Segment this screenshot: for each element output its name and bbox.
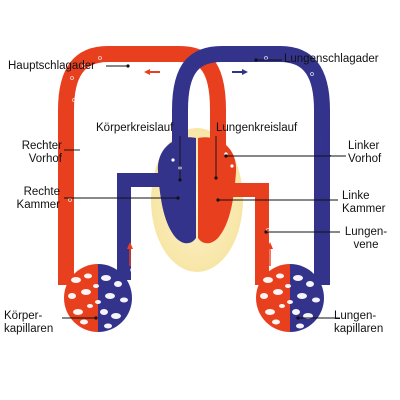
flow-dots (68, 56, 314, 272)
label-rechter-vorhof-line1: Rechter (21, 140, 62, 152)
pulmonary-artery-vessel (172, 46, 330, 285)
label-koerperkapillaren: Körper- kapillaren (4, 310, 53, 336)
lungenkapillaren-bed (256, 264, 324, 332)
heart-left-side (198, 137, 237, 244)
label-lungenvene-line1: Lungen- (344, 226, 388, 238)
label-lungenkapillaren-line2: kapillaren (334, 323, 384, 335)
flow-arrow-pulmonary-vein-up (267, 242, 273, 266)
label-rechte-kammer: Rechte Kammer (8, 186, 60, 212)
label-rechte-kammer-line1: Rechte (23, 186, 60, 198)
label-lungenvene: Lungen- vene (342, 226, 390, 252)
flow-arrow-aorta-top (144, 69, 160, 75)
label-linke-kammer-line1: Linke (342, 190, 370, 202)
label-linker-vorhof: Linker Vorhof (348, 140, 381, 166)
label-koerperkreislauf: Körperkreislauf (96, 122, 174, 134)
label-linker-vorhof-line2: Vorhof (348, 153, 382, 165)
flow-arrow-pulmonary-top (232, 69, 248, 75)
label-linke-kammer-line2: Kammer (342, 203, 386, 215)
flow-arrow-vena-cava-up (127, 242, 133, 266)
label-linke-kammer: Linke Kammer (342, 190, 385, 216)
label-lungenvene-line2: vene (353, 239, 379, 251)
koerperkapillaren-bed (64, 264, 132, 332)
leader-lines (62, 59, 346, 319)
label-rechter-vorhof: Rechter Vorhof (10, 140, 62, 166)
label-hauptschlagader: Hauptschlagader (8, 60, 95, 72)
label-linker-vorhof-line1: Linker (348, 140, 380, 152)
label-lungenkreislauf: Lungenkreislauf (216, 122, 298, 134)
flow-arrow-left-down (67, 132, 73, 162)
label-lungenkapillaren-line1: Lungen- (334, 310, 377, 322)
label-rechter-vorhof-line2: Vorhof (28, 153, 62, 165)
heart-right-side (157, 137, 196, 244)
label-lungenschlagader: Lungenschlagader (284, 53, 379, 65)
aorta-vessel (58, 46, 226, 285)
label-koerperkapillaren-line1: Körper- (4, 310, 43, 322)
label-lungenkapillaren: Lungen- kapillaren (334, 310, 383, 336)
label-rechte-kammer-line2: Kammer (16, 199, 60, 211)
flow-arrow-right-down (325, 132, 331, 162)
leader-dots (94, 58, 300, 320)
label-koerperkapillaren-line2: kapillaren (4, 323, 54, 335)
